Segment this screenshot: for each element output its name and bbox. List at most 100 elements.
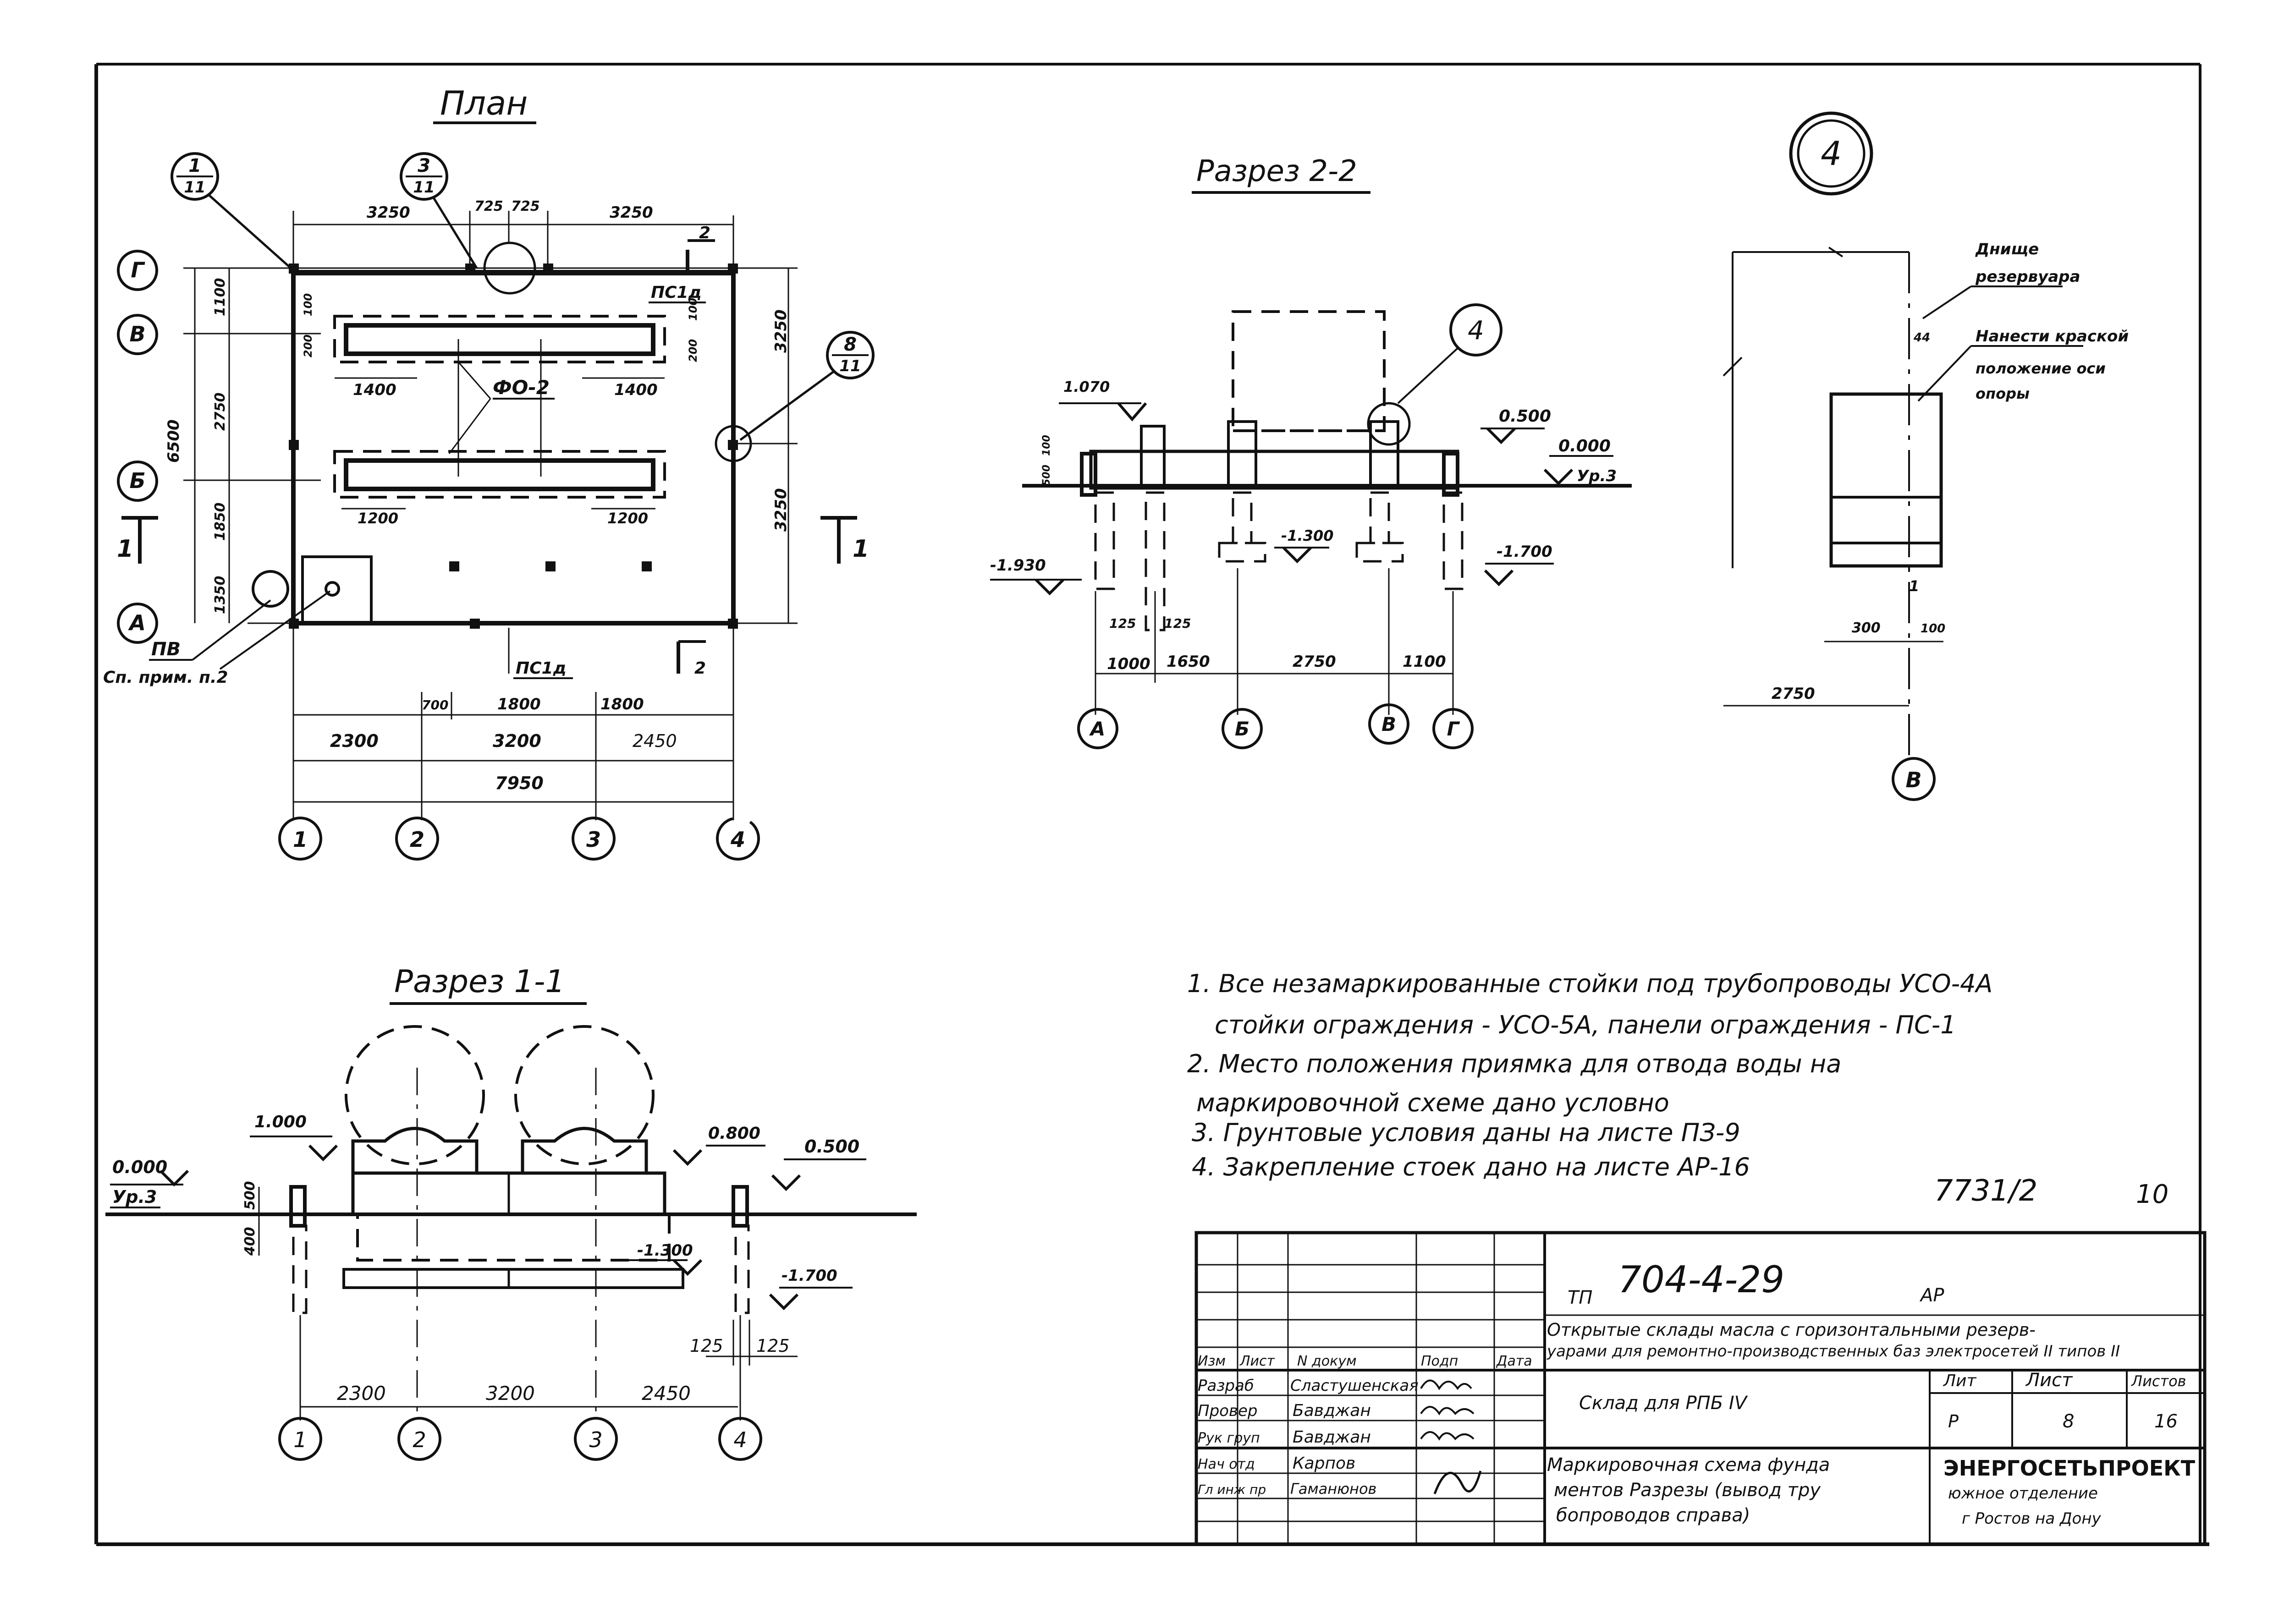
plan-row-B: Б [129, 468, 145, 493]
tb-project-title-1: Открытые склады масла с горизонтальными … [1547, 1320, 2036, 1340]
tb-sheets-header: Листов [2131, 1372, 2186, 1390]
tb-role-4: Нач отд [1198, 1456, 1255, 1472]
tb-name-1: Сластушенская [1290, 1377, 1419, 1395]
tb-code: 704-4-29 [1618, 1258, 1784, 1301]
tb-org-3: г Ростов на Дону [1962, 1509, 2102, 1528]
callout-1-bot: 11 [184, 178, 205, 197]
s11-axis-2: 2 [413, 1427, 426, 1452]
s11-axis-3: 3 [589, 1427, 602, 1452]
general-notes: 1. Все незамаркированные стойки под труб… [1187, 969, 1992, 1181]
callout-3-top: 3 [418, 155, 430, 176]
plan-dim-bottom1-2: 1800 [497, 695, 541, 713]
tb-role-2: Провер [1198, 1402, 1258, 1420]
tb-name-4: Карпов [1293, 1454, 1355, 1473]
s11-dim-5: 2450 [642, 1382, 691, 1405]
plan-row-A: А [128, 610, 146, 635]
tb-header-list: Лист [1239, 1353, 1276, 1369]
detail4-axis: В [1905, 768, 1921, 792]
s11-dim-1: 125 [690, 1336, 723, 1356]
plan-fo-dim-4: 1200 [607, 510, 648, 527]
detail4-label-1: Днище [1975, 240, 2039, 258]
section-mark-1-left: 1 [117, 535, 133, 563]
s22-dim-1: 1000 [1107, 655, 1150, 673]
plan-dim-bottom2-3: 2450 [633, 731, 677, 751]
sheet-border [94, 63, 2209, 1546]
plan-dim-bottom2-2: 3200 [493, 731, 541, 751]
s11-dim-2: 125 [756, 1336, 790, 1356]
plan-dim-small-3: 100 [687, 298, 699, 321]
detail4-label-2: резервуара [1975, 268, 2080, 286]
plan-dim-small-1: 100 [302, 293, 314, 316]
tb-drawing-title-3: бопроводов справа) [1556, 1505, 1750, 1526]
s22-level-7: -1.700 [1497, 543, 1552, 561]
s11-axis-4: 4 [733, 1427, 747, 1452]
tb-header-izm: Изм [1198, 1353, 1226, 1369]
s11-level-5: Ур.3 [112, 1187, 157, 1207]
tb-mark: АР [1919, 1285, 1944, 1306]
section11-title: Разрез 1-1 [394, 964, 565, 1000]
s11-left-dim-1: 500 [242, 1181, 258, 1210]
tb-sheet-header: Лист [2025, 1370, 2073, 1391]
s22-sdim-4: 125 [1164, 616, 1191, 631]
note-2b: маркировочной схеме дано условно [1196, 1088, 1669, 1117]
s11-level-1: 1.000 [254, 1113, 307, 1131]
s11-dim-3: 2300 [337, 1382, 386, 1405]
callout-8-top: 8 [844, 334, 857, 355]
plan-col-3: 3 [586, 827, 601, 852]
plan-dim-bottom1-3: 1800 [600, 695, 644, 713]
tb-role-5: Гл инж пр [1198, 1482, 1266, 1497]
s11-level-7: -1.700 [782, 1267, 837, 1285]
plan-dim-top-1: 3250 [367, 203, 410, 222]
plan-dim-left-3: 1850 [212, 503, 228, 541]
note-1b: стойки ограждения - УСО-5А, панели ограж… [1215, 1010, 1956, 1039]
detail-4: 4 1 300 100 44 2750 В Днище резервуара Н… [1723, 111, 2129, 801]
s22-sdim-2: 100 [1041, 435, 1052, 456]
tb-sheet: 8 [2063, 1411, 2074, 1432]
plan-dim-right-2: 3250 [772, 488, 790, 532]
s11-level-4: 0.000 [112, 1157, 167, 1177]
plan-dim-left-total: 6500 [165, 419, 183, 463]
section22-title: Разрез 2-2 [1196, 154, 1357, 188]
plan-dim-total: 7950 [495, 773, 544, 793]
tb-name-2: Бавджан [1293, 1401, 1371, 1420]
s22-level-3: 0.000 [1558, 437, 1611, 455]
s11-level-6: -1.300 [637, 1241, 693, 1260]
tb-name-5: Гаманюнов [1290, 1480, 1376, 1498]
tb-role-3: Рук груп [1198, 1430, 1260, 1446]
tb-code-prefix: ТП [1568, 1287, 1593, 1308]
s22-axis-B: Б [1235, 718, 1249, 740]
plan-dim-bottom1-1: 700 [422, 697, 448, 713]
s22-axis-A: А [1089, 718, 1106, 740]
tb-drawing-title-1: Маркировочная схема фунда [1547, 1454, 1830, 1476]
tb-sheets: 16 [2154, 1411, 2178, 1432]
plan-dim-left-1: 1100 [212, 278, 228, 317]
plan-view: План [103, 84, 875, 861]
plan-pv-label: ПВ [151, 639, 181, 660]
detail4-label-4: положение оси [1976, 360, 2106, 377]
section-1-1: Разрез 1-1 1.000 0.800 0.500 0.000 Ур.3 … [105, 964, 917, 1461]
callout-8-bot: 11 [839, 357, 861, 375]
s22-sdim-1: 500 [1041, 465, 1052, 486]
s22-axis-V: В [1381, 713, 1396, 735]
section22-callout: 4 [1468, 316, 1484, 346]
plan-col-4: 4 [730, 827, 745, 852]
tb-org-1: ЭНЕРГОСЕТЬПРОЕКТ [1943, 1456, 2196, 1481]
plan-dim-left-4: 1350 [212, 576, 228, 614]
plan-pc-label-top: ПС1д [651, 283, 702, 302]
title-block: ТП 704-4-29 АР Открытые склады масла с г… [1194, 1231, 2207, 1546]
s22-axis-G: Г [1447, 718, 1460, 740]
s22-level-1: 1.070 [1063, 378, 1110, 395]
plan-pc-label-bottom: ПС1д [516, 659, 567, 678]
plan-fo-dim-1: 1400 [353, 381, 396, 399]
tb-drawing-title-2: ментов Разрезы (вывод тру [1554, 1480, 1821, 1501]
detail4-dim-300: 300 [1852, 620, 1881, 636]
tb-org-2: южное отделение [1948, 1484, 2098, 1503]
detail4-dim-2750: 2750 [1772, 685, 1815, 703]
detail4-label-5: опоры [1976, 385, 2030, 402]
s11-axis-1: 1 [293, 1427, 307, 1452]
s22-dim-3: 2750 [1293, 653, 1336, 671]
s11-left-dim-2: 400 [242, 1227, 258, 1256]
tb-header-ndok: N докум [1297, 1353, 1357, 1369]
tb-lit-header: Лит [1943, 1372, 1976, 1390]
